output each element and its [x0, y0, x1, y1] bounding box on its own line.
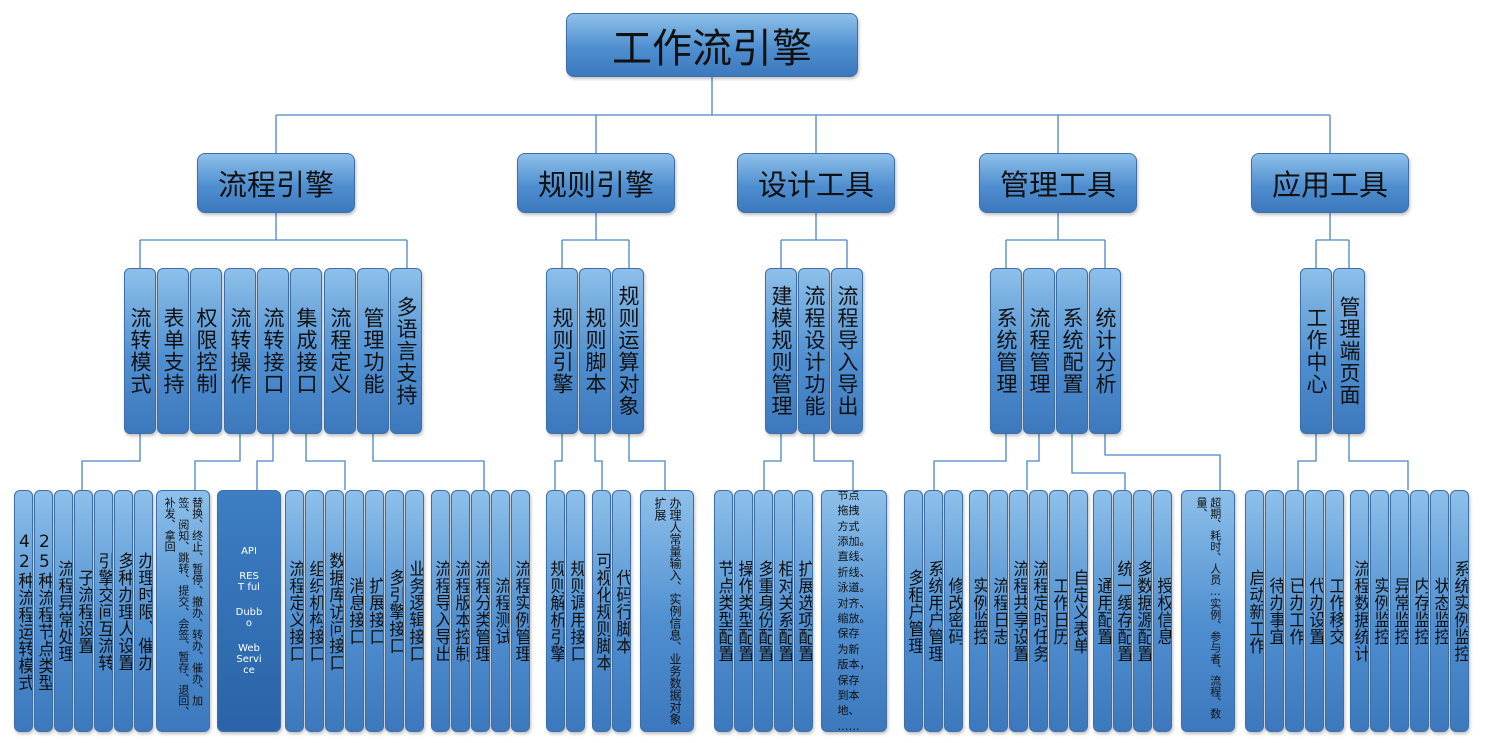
leaf-design: 多重身份配置 [754, 490, 773, 732]
module-form-support: 表单支持 [157, 268, 189, 434]
leaf-transfer-mode: 25种流程节点类型 [34, 490, 53, 732]
module-process-import-export: 流程导入导出 [831, 268, 863, 434]
module-multilanguage: 多语言支持 [390, 268, 422, 434]
leaf-admin-page: 内存监控 [1410, 490, 1429, 732]
leaf-rule: 规则调用接口 [566, 490, 585, 732]
leaf-transfer-mode: 多种办理人设置 [114, 490, 133, 732]
leaf-system-config: 通用配置 [1093, 490, 1112, 732]
leaf-admin-page: 流程数据统计 [1350, 490, 1369, 732]
api-item: RES T ful [238, 571, 260, 593]
category-design-tools: 设计工具 [737, 153, 895, 213]
leaf-design: 扩展选项配置 [794, 490, 813, 732]
module-process-definition: 流程定义 [324, 268, 356, 434]
leaf-work-center: 启动新工作 [1245, 490, 1264, 732]
module-statistics: 统计分析 [1089, 268, 1121, 434]
module-admin-pages: 管理端页面 [1333, 268, 1365, 434]
leaf-system-config: 授权信息 [1153, 490, 1172, 732]
api-item: API [241, 546, 257, 557]
module-integration-interface: 集成接口 [290, 268, 322, 434]
module-transfer-interface: 流转接口 [257, 268, 289, 434]
module-rule-script: 规则脚本 [579, 268, 611, 434]
leaf-integration: 多引擎接口 [385, 490, 404, 732]
module-management-functions: 管理功能 [357, 268, 389, 434]
leaf-system-mgmt: 修改密码 [944, 490, 963, 732]
leaf-system-mgmt: 多租户管理 [904, 490, 923, 732]
leaf-transfer-ops-desc: 替换、终止、暂停、撤办、转办、催办、加签、阅知、跳转、提交、会签、暂存、退回、补… [156, 490, 210, 732]
leaf-work-center: 代办设置 [1305, 490, 1324, 732]
leaf-rule-operand-desc: 办理人常量输入、实例信息、业务数据对象扩展 [640, 490, 694, 732]
module-rule-engine: 规则引擎 [546, 268, 578, 434]
leaf-management-function: 流程版本控制 [451, 490, 470, 732]
leaf-rule: 可视化规则脚本 [592, 490, 611, 732]
leaf-management-function: 流程导入导出 [431, 490, 450, 732]
leaf-work-center: 工作移交 [1325, 490, 1344, 732]
leaf-design: 节点类型配置 [714, 490, 733, 732]
leaf-integration: 消息接口 [345, 490, 364, 732]
leaf-transfer-mode: 42种流程运转模式 [14, 490, 33, 732]
leaf-admin-page: 状态监控 [1430, 490, 1449, 732]
leaf-process-mgmt: 自定义表单 [1069, 490, 1088, 732]
leaf-transfer-mode: 引擎交间互流转 [94, 490, 113, 732]
leaf-work-center: 待办事宜 [1265, 490, 1284, 732]
leaf-admin-page: 异常监控 [1390, 490, 1409, 732]
root-node: 工作流引擎 [566, 13, 858, 77]
leaf-admin-page: 系统实例监控 [1450, 490, 1469, 732]
module-rule-operand: 规则运算对象 [612, 268, 644, 434]
api-item: Dubb o [235, 607, 263, 629]
leaf-process-mgmt: 流程日志 [989, 490, 1008, 732]
leaf-design-desc: 节点 拖拽 方式 添加。 直线、 折线、 泳道。 对齐、 缩放。 保存 为新 版… [821, 490, 887, 732]
leaf-process-mgmt: 工作日历 [1049, 490, 1068, 732]
leaf-integration: 组织机构接口 [305, 490, 324, 732]
module-work-center: 工作中心 [1300, 268, 1332, 434]
leaf-transfer-mode: 子流程设置 [74, 490, 93, 732]
module-system-config: 系统配置 [1056, 268, 1088, 434]
leaf-management-function: 流程实例管理 [511, 490, 530, 732]
leaf-integration: 数据库访问接口 [325, 490, 344, 732]
leaf-process-mgmt: 流程定时任务 [1029, 490, 1048, 732]
category-management-tools: 管理工具 [979, 153, 1137, 213]
leaf-integration: 业务逻辑接口 [405, 490, 424, 732]
category-app-tools: 应用工具 [1251, 153, 1409, 213]
api-item: Web Servi ce [236, 643, 262, 676]
design-desc-text: 节点 拖拽 方式 添加。 直线、 折线、 泳道。 对齐、 缩放。 保存 为新 版… [837, 490, 871, 732]
category-flow-engine: 流程引擎 [197, 153, 355, 213]
module-process-design: 流程设计功能 [798, 268, 830, 434]
leaf-management-function: 流程测试 [491, 490, 510, 732]
leaf-management-function: 流程分类管理 [471, 490, 490, 732]
module-transfer-ops: 流转操作 [224, 268, 256, 434]
leaf-integration: 流程定义接口 [285, 490, 304, 732]
leaf-work-center: 已办工作 [1285, 490, 1304, 732]
leaf-integration: 扩展接口 [365, 490, 384, 732]
module-system-management: 系统管理 [990, 268, 1022, 434]
leaf-transfer-mode: 流程异常处理 [54, 490, 73, 732]
category-rule-engine: 规则引擎 [517, 153, 675, 213]
module-modeling-rules: 建模规则管理 [765, 268, 797, 434]
module-process-management: 流程管理 [1023, 268, 1055, 434]
leaf-admin-page: 实例监控 [1370, 490, 1389, 732]
leaf-rule: 规则解析引擎 [546, 490, 565, 732]
module-permission-control: 权限控制 [190, 268, 222, 434]
leaf-transfer-mode: 办理时限、催办 [134, 490, 153, 732]
leaf-design: 操作类型配置 [734, 490, 753, 732]
leaf-api-protocols: API RES T ful Dubb o Web Servi ce [217, 490, 281, 732]
leaf-process-mgmt: 流程共享设置 [1009, 490, 1028, 732]
leaf-system-mgmt: 系统用户管理 [924, 490, 943, 732]
leaf-design: 相对关系配置 [774, 490, 793, 732]
leaf-system-config: 统一缓存配置 [1113, 490, 1132, 732]
leaf-statistics-desc: 超期、耗时、人员…实例、参与者、流程、数量、 [1181, 490, 1235, 732]
leaf-system-config: 多数据源配置 [1133, 490, 1152, 732]
leaf-process-mgmt: 实例监控 [969, 490, 988, 732]
leaf-rule: 代码行脚本 [612, 490, 631, 732]
module-transfer-mode: 流转模式 [124, 268, 156, 434]
